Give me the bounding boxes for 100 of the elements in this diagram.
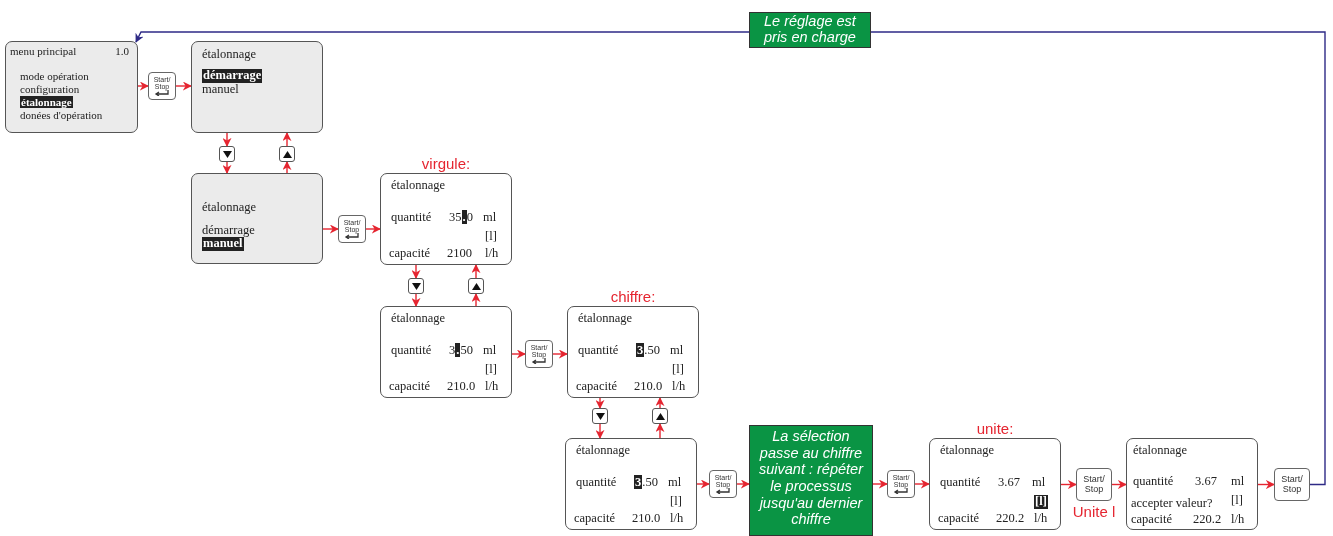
- arrow: [1257, 480, 1275, 489]
- start-stop-key: Start/ Stop: [1076, 468, 1112, 501]
- screen-text: 210.0: [447, 380, 476, 394]
- screen-text: étalonnage: [202, 48, 257, 62]
- arrow: [471, 293, 481, 307]
- down-key: [408, 278, 424, 294]
- screen-text: l/h: [485, 247, 499, 261]
- screen-text: configuration: [20, 83, 80, 96]
- arrow: [511, 349, 526, 359]
- screen-text: 220.2: [1193, 513, 1222, 527]
- down-key: [219, 146, 235, 162]
- screen-text: étalonnage: [391, 312, 446, 326]
- screen-text: étalonnage: [1133, 444, 1188, 458]
- screen-text: ml: [483, 211, 497, 225]
- arrow: [655, 397, 665, 409]
- screen-text: capacité: [1131, 513, 1172, 527]
- display-screen: [380, 306, 512, 398]
- screen-text: 3.50: [634, 476, 658, 490]
- down-key: [592, 408, 608, 424]
- arrow: [914, 479, 930, 489]
- screen-text: ml: [670, 344, 684, 358]
- screen-text: [l]: [485, 230, 497, 244]
- display-screen: [5, 41, 138, 133]
- arrow: [137, 81, 149, 91]
- arrow: [365, 224, 381, 234]
- screen-text: ml: [483, 344, 497, 358]
- screen-text: [l]: [670, 495, 682, 509]
- arrow: [471, 264, 481, 279]
- selected-item: [l]: [1034, 495, 1048, 509]
- arrow: [322, 224, 339, 234]
- edge-label: Le réglage est pris en charge: [748, 12, 871, 48]
- screen-text: capacité: [938, 512, 979, 526]
- arrow: [595, 423, 605, 439]
- screen-text: ml: [1032, 476, 1046, 490]
- start-stop-key: Start/ Stop: [1274, 468, 1310, 501]
- display-screen: [565, 438, 697, 530]
- screen-text: [l]: [1231, 494, 1243, 508]
- screen-text: 210.0: [634, 380, 663, 394]
- screen-text: l/h: [485, 380, 499, 394]
- screen-text: capacité: [576, 380, 617, 394]
- up-key: [652, 408, 668, 424]
- screen-text: l/h: [672, 380, 686, 394]
- arrow: [411, 264, 421, 279]
- screen-text: 35.0: [449, 211, 473, 225]
- screen-text: quantité: [576, 476, 617, 490]
- step-caption: chiffre:: [610, 289, 656, 304]
- screen-text: 1.0: [115, 45, 129, 58]
- screen-text: 3.50: [636, 344, 660, 358]
- screen-text: capacité: [574, 512, 615, 526]
- arrow: [655, 423, 665, 439]
- screen-text: quantité: [578, 344, 619, 358]
- arrow: [1111, 480, 1127, 489]
- screen-text: ml: [668, 476, 682, 490]
- screen-text: capacité: [389, 247, 430, 261]
- arrow: [595, 397, 605, 409]
- screen-text: 3.67: [1195, 475, 1217, 489]
- arrow: [282, 132, 292, 147]
- screen-text: quantité: [1133, 475, 1174, 489]
- arrow: [1060, 480, 1077, 489]
- screen-text: l/h: [670, 512, 684, 526]
- display-screen: [380, 173, 512, 265]
- screen-text: l/h: [1231, 513, 1245, 527]
- display-screen: [1126, 438, 1258, 530]
- screen-text: donées d'opération: [20, 109, 103, 122]
- step-caption: Unite l: [1072, 504, 1116, 519]
- screen-text: 3.67: [998, 476, 1020, 490]
- arrow: [872, 479, 888, 489]
- screen-text: quantité: [391, 211, 432, 225]
- screen-text: 220.2: [996, 512, 1025, 526]
- step-caption: virgule:: [421, 156, 471, 171]
- screen-text: 210.0: [632, 512, 661, 526]
- screen-text: accepter valeur?: [1131, 497, 1213, 511]
- screen-text: capacité: [389, 380, 430, 394]
- display-screen: [567, 306, 699, 398]
- screen-text: [l]: [672, 363, 684, 377]
- selected-item: étalonnage: [20, 96, 73, 109]
- arrow: [736, 479, 750, 489]
- display-screen: [929, 438, 1061, 530]
- arrow: [696, 479, 710, 489]
- up-key: [468, 278, 484, 294]
- arrow: [222, 161, 232, 174]
- screen-text: étalonnage: [940, 444, 995, 458]
- screen-text: menu principal: [10, 45, 77, 58]
- screen-text: quantité: [940, 476, 981, 490]
- arrow: [282, 161, 292, 174]
- arrow: [175, 81, 192, 91]
- selected-item: manuel: [202, 237, 244, 251]
- screen-text: quantité: [391, 344, 432, 358]
- screen-text: étalonnage: [578, 312, 633, 326]
- screen-text: l/h: [1034, 512, 1048, 526]
- display-screen: [191, 173, 323, 264]
- display-screen: [191, 41, 323, 133]
- arrow: [411, 293, 421, 307]
- screen-text: mode opération: [20, 70, 89, 83]
- screen-text: étalonnage: [576, 444, 631, 458]
- screen-text: manuel: [202, 83, 239, 97]
- arrow: [222, 132, 232, 147]
- screen-text: 3.50: [449, 344, 473, 358]
- note-box: La sélection passe au chiffre suivant : répéter le processus jusqu'au dernier chiffre: [749, 425, 873, 536]
- step-caption: unite:: [976, 421, 1014, 436]
